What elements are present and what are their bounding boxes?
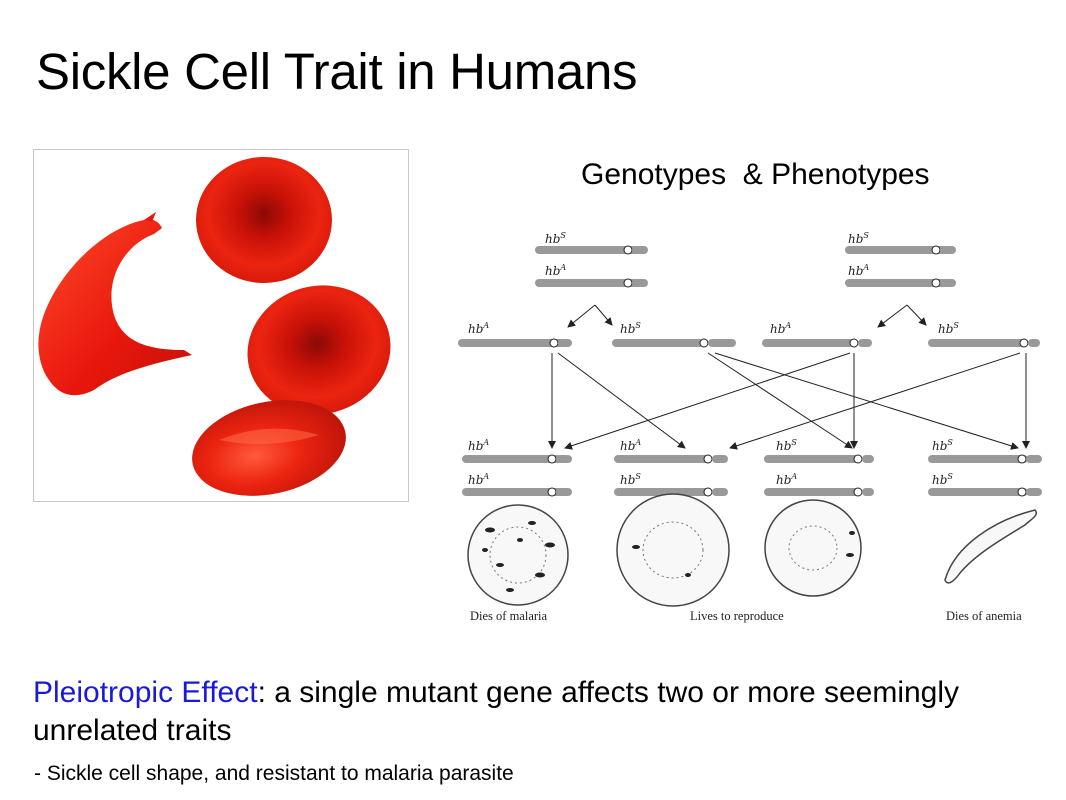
parent-1-chromosomes: hbS hbA — [535, 231, 648, 288]
svg-text:hbA: hbA — [848, 263, 869, 278]
normal-cell — [196, 157, 332, 283]
svg-text:hbA: hbA — [620, 438, 641, 453]
cell-sketches — [467, 493, 1037, 607]
diagram-subtitle: Genotypes & Phenotypes — [581, 158, 930, 191]
cross-arrows — [548, 352, 1030, 450]
offspring-chromosomes: hbA hbA hbA hbS hbS hbA hbS — [462, 438, 1042, 497]
definition-note: - Sickle cell shape, and resistant to ma… — [34, 762, 514, 785]
pleiotropy-definition: Pleiotropic Effect: a single mutant gene… — [33, 674, 1043, 750]
red-blood-cells-image — [33, 149, 409, 502]
tilted-cell — [192, 400, 346, 496]
svg-text:hbS: hbS — [620, 321, 641, 336]
inheritance-diagram: hbS hbA hbS hbA hbA — [440, 205, 1060, 640]
outcome-anemia: Dies of anemia — [946, 609, 1022, 623]
parent-2-chromosomes: hbS hbA — [845, 231, 956, 288]
svg-text:hbS: hbS — [938, 321, 959, 336]
svg-text:hbS: hbS — [620, 472, 641, 487]
normal-cell — [247, 285, 391, 415]
gametes-row: hbA hbS hbA hbS — [458, 321, 1040, 348]
svg-text:hbS: hbS — [776, 438, 797, 453]
svg-text:hbA: hbA — [468, 472, 489, 487]
slide-title: Sickle Cell Trait in Humans — [36, 43, 638, 100]
svg-text:hbA: hbA — [468, 321, 489, 336]
svg-text:hbA: hbA — [776, 472, 797, 487]
parent-1-top-allele: S — [560, 231, 566, 240]
svg-text:hbS: hbS — [932, 438, 953, 453]
pleiotropy-term: Pleiotropic Effect — [33, 676, 258, 709]
svg-text:hbS: hbS — [932, 472, 953, 487]
svg-text:hbA: hbA — [545, 263, 566, 278]
svg-text:hbA: hbA — [770, 321, 791, 336]
svg-text:hbA: hbA — [468, 438, 489, 453]
definition-text: : a single mutant gene affects two or mo… — [33, 676, 960, 747]
svg-text:hbS: hbS — [545, 231, 566, 246]
sickle-cell — [38, 219, 192, 396]
svg-text:hbS: hbS — [848, 231, 869, 246]
outcome-malaria: Dies of malaria — [470, 609, 548, 623]
outcome-reproduce: Lives to reproduce — [690, 609, 784, 623]
